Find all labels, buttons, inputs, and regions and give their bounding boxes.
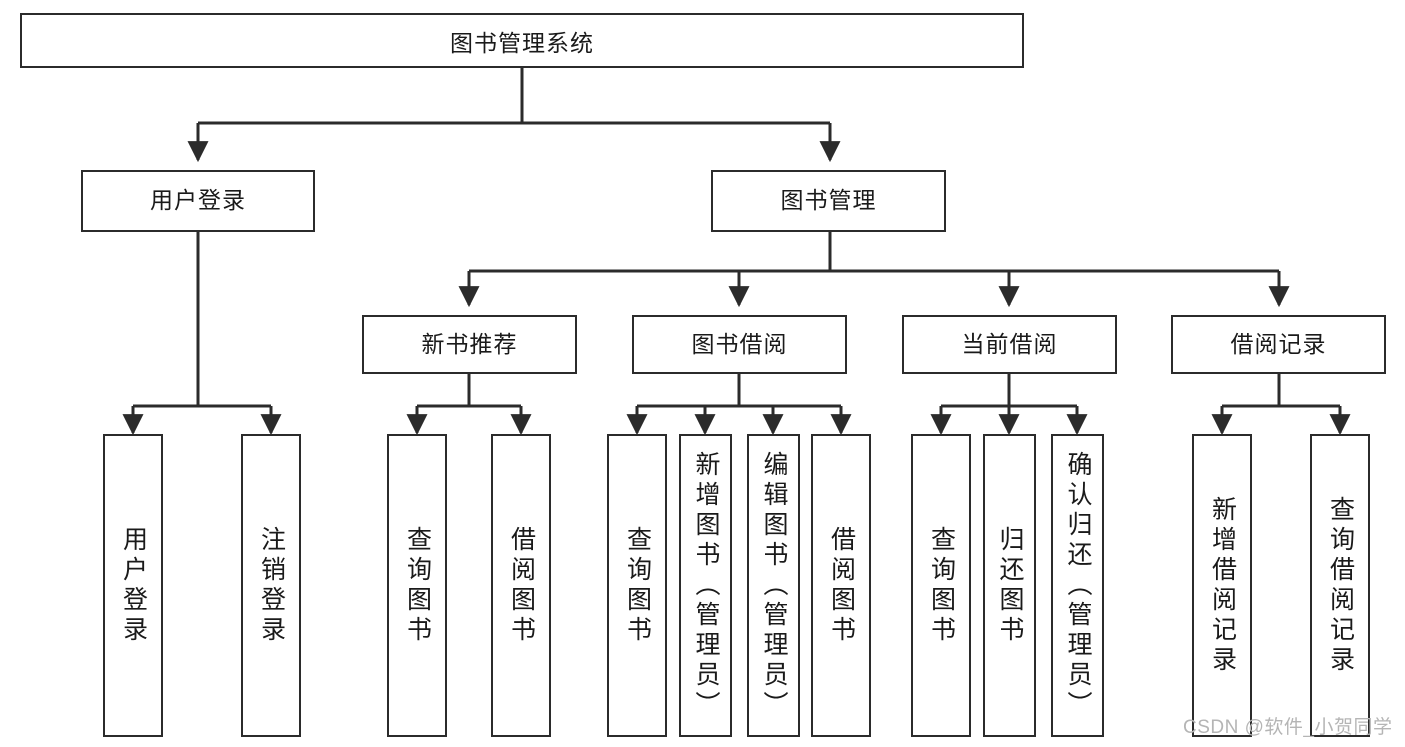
node-borrow-record[interactable]: 借阅记录 xyxy=(1171,315,1386,374)
node-leaf-query-record[interactable]: 查询借阅记录 xyxy=(1310,434,1370,737)
node-leaf-query-book-2-label: 查询图书 xyxy=(623,525,652,646)
node-book-manage-label: 图书管理 xyxy=(780,187,877,214)
node-leaf-add-book-label: 新增图书（管理员） xyxy=(692,450,720,721)
node-leaf-query-book-1-label: 查询图书 xyxy=(403,525,432,646)
node-book-manage[interactable]: 图书管理 xyxy=(711,170,946,232)
node-root-system[interactable]: 图书管理系统 xyxy=(20,13,1024,68)
node-borrow-record-label: 借阅记录 xyxy=(1230,330,1327,357)
node-leaf-user-login[interactable]: 用户登录 xyxy=(103,434,163,737)
node-current-borrow[interactable]: 当前借阅 xyxy=(902,315,1117,374)
node-new-book-recommend-label: 新书推荐 xyxy=(421,330,518,357)
csdn-watermark: CSDN @软件_小贺同学 xyxy=(1183,717,1393,738)
node-leaf-add-book[interactable]: 新增图书（管理员） xyxy=(679,434,732,737)
node-leaf-add-record-label: 新增借阅记录 xyxy=(1208,495,1237,676)
node-leaf-logout-label: 注销登录 xyxy=(257,525,286,646)
node-leaf-query-book-3[interactable]: 查询图书 xyxy=(911,434,971,737)
node-leaf-return-book[interactable]: 归还图书 xyxy=(983,434,1036,737)
node-leaf-return-book-label: 归还图书 xyxy=(996,525,1024,646)
node-leaf-borrow-book-1-label: 借阅图书 xyxy=(507,525,536,646)
node-user-login[interactable]: 用户登录 xyxy=(81,170,315,232)
node-leaf-query-book-1[interactable]: 查询图书 xyxy=(387,434,447,737)
node-leaf-add-record[interactable]: 新增借阅记录 xyxy=(1192,434,1252,737)
node-leaf-user-login-label: 用户登录 xyxy=(119,525,148,646)
node-leaf-confirm-return-label: 确认归还（管理员） xyxy=(1064,450,1092,721)
node-user-login-label: 用户登录 xyxy=(150,187,246,214)
node-leaf-borrow-book-1[interactable]: 借阅图书 xyxy=(491,434,551,737)
node-leaf-borrow-book-2-label: 借阅图书 xyxy=(827,525,856,646)
node-book-borrow-label: 图书借阅 xyxy=(691,330,788,357)
node-leaf-edit-book-label: 编辑图书（管理员） xyxy=(760,450,788,721)
node-book-borrow[interactable]: 图书借阅 xyxy=(632,315,847,374)
node-leaf-logout[interactable]: 注销登录 xyxy=(241,434,301,737)
node-leaf-query-book-2[interactable]: 查询图书 xyxy=(607,434,667,737)
node-new-book-recommend[interactable]: 新书推荐 xyxy=(362,315,577,374)
node-leaf-query-record-label: 查询借阅记录 xyxy=(1326,495,1355,676)
node-root-label: 图书管理系统 xyxy=(450,29,594,56)
node-leaf-edit-book[interactable]: 编辑图书（管理员） xyxy=(747,434,800,737)
node-leaf-query-book-3-label: 查询图书 xyxy=(927,525,956,646)
node-current-borrow-label: 当前借阅 xyxy=(961,330,1058,357)
node-leaf-borrow-book-2[interactable]: 借阅图书 xyxy=(811,434,871,737)
node-leaf-confirm-return[interactable]: 确认归还（管理员） xyxy=(1051,434,1104,737)
